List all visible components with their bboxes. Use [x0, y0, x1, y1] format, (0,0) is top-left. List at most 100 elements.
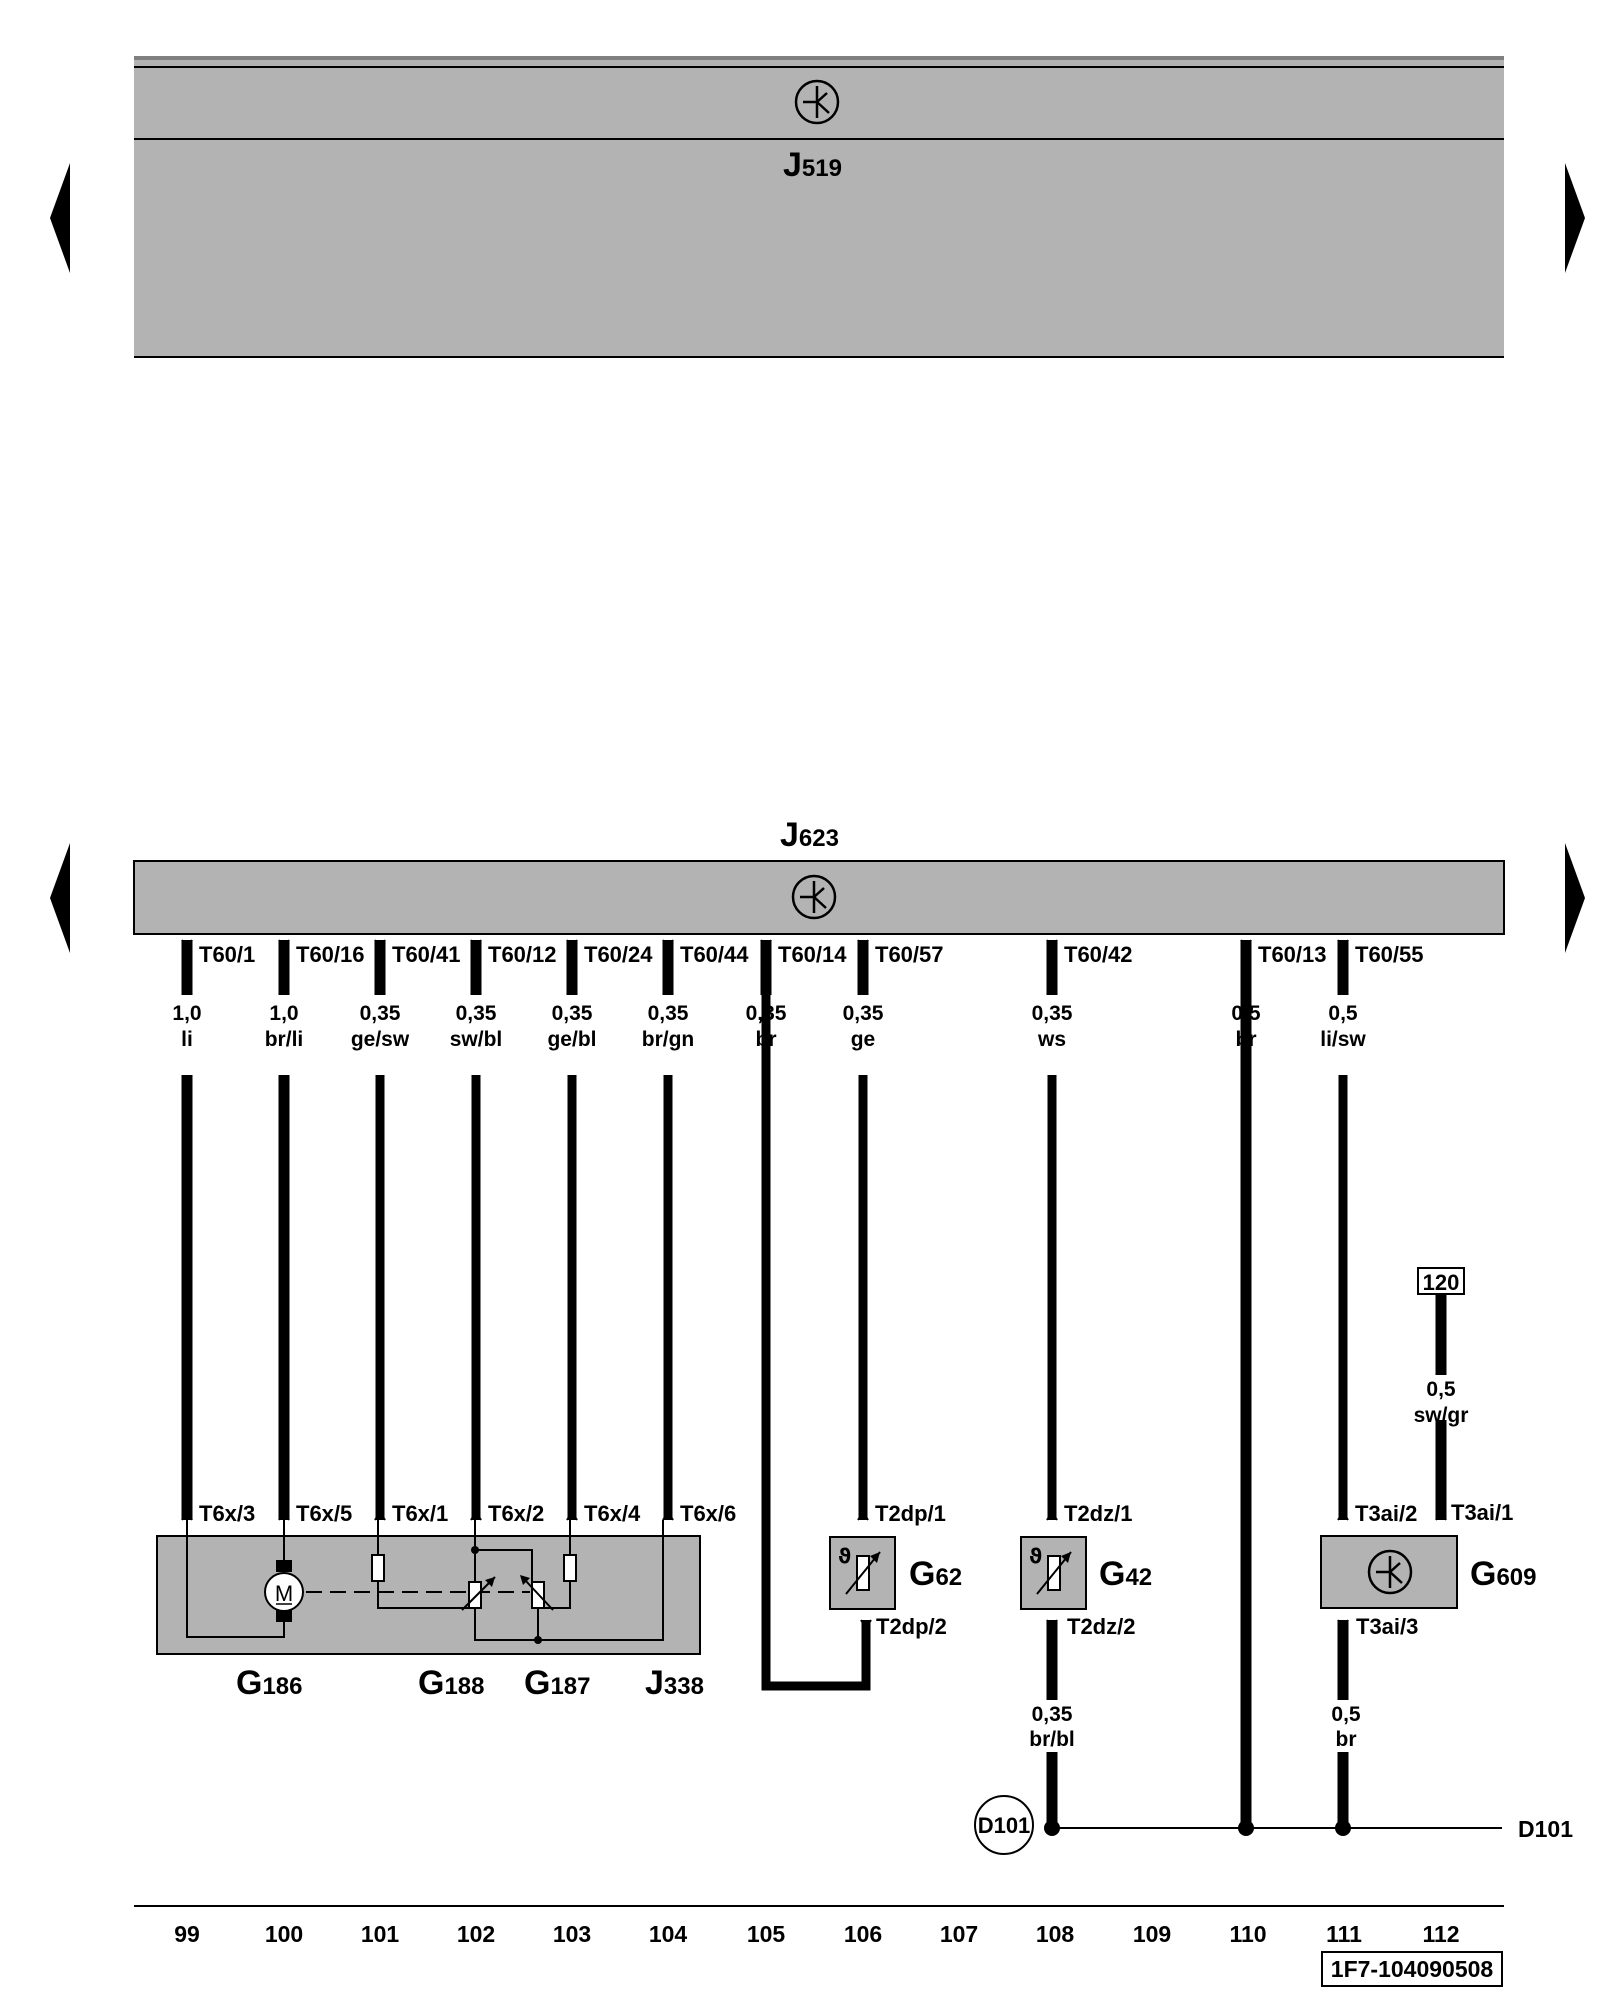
wire-color-label: ge/sw: [351, 1028, 410, 1051]
column-number: 110: [1229, 1921, 1266, 1947]
component-g609-label: G609: [1470, 1555, 1537, 1593]
wire-size-label: 1,0: [172, 1002, 201, 1025]
svg-text:M: M: [275, 1581, 293, 1606]
ground-d101: D101 D101: [974, 1795, 1573, 1855]
component-g186-label: G186: [236, 1664, 303, 1702]
wire-color-label: ws: [1037, 1028, 1066, 1051]
top-pin-label: T60/57: [875, 942, 944, 967]
column-number: 107: [940, 1921, 978, 1947]
wire-color-label: br/li: [265, 1028, 304, 1051]
wire-size-label: 0,35: [843, 1002, 884, 1025]
column-number: 112: [1422, 1921, 1459, 1947]
module-j623: J623: [133, 816, 1505, 935]
ground-circle-label: D101: [978, 1813, 1031, 1838]
prev-page-arrow-icon[interactable]: [50, 163, 70, 273]
wire-size-label: 0,35: [456, 1002, 497, 1025]
top-pin-label: T60/44: [680, 942, 749, 967]
component-g187-label: G187: [524, 1664, 591, 1702]
wire-size-label: 0,35: [648, 1002, 689, 1025]
column-number: 105: [747, 1921, 786, 1947]
component-g62-label: G62: [909, 1555, 962, 1593]
bottom-pin-label: T3ai/2: [1355, 1501, 1417, 1526]
column-number: 111: [1326, 1921, 1362, 1947]
svg-text:br/bl: br/bl: [1029, 1728, 1075, 1751]
svg-text:0,35: 0,35: [1032, 1703, 1073, 1726]
wire-color-label: li/sw: [1320, 1028, 1366, 1051]
next-section-arrow-icon[interactable]: [1565, 843, 1585, 953]
temperature-icon: ϑ: [1029, 1544, 1042, 1568]
control-unit-icon: [794, 79, 840, 125]
column-number: 100: [265, 1921, 303, 1947]
prev-section-arrow-icon[interactable]: [50, 843, 70, 953]
ground-line-label: D101: [1518, 1816, 1573, 1842]
wire-color-label: br/gn: [642, 1028, 695, 1051]
top-pin-label: T60/12: [488, 942, 557, 967]
bottom-pin-label: T2dz/1: [1064, 1501, 1132, 1526]
top-pin-label: T60/1: [199, 942, 255, 967]
doc-code: 1F7-104090508: [1321, 1951, 1503, 1987]
bottom-pin-label: T6x/4: [584, 1501, 641, 1526]
wire-size-label: 0,35: [1032, 1002, 1073, 1025]
wire-color-label: li: [181, 1028, 193, 1051]
column-number: 104: [649, 1921, 688, 1947]
column-number: 99: [174, 1921, 200, 1947]
top-pin-label: T60/16: [296, 942, 365, 967]
wire-size-label: 1,0: [269, 1002, 298, 1025]
top-pin-label: T60/41: [392, 942, 461, 967]
svg-text:T3ai/3: T3ai/3: [1356, 1614, 1418, 1639]
column-number: 108: [1036, 1921, 1075, 1947]
bottom-pin-label: T6x/1: [392, 1501, 448, 1526]
control-unit-icon: [791, 874, 837, 920]
control-unit-icon: [1367, 1549, 1413, 1595]
top-pin-label: T60/14: [778, 942, 847, 967]
component-g188-label: G188: [418, 1664, 485, 1702]
component-j338-label: J338: [645, 1664, 704, 1702]
wire-size-label: 0,35: [360, 1002, 401, 1025]
bottom-pin-label: T6x/3: [199, 1501, 255, 1526]
column-number: 109: [1133, 1921, 1171, 1947]
doc-code-label: 1F7-104090508: [1331, 1956, 1494, 1982]
top-pin-label: T60/24: [584, 942, 653, 967]
g62-return-wire: [761, 940, 871, 1691]
column-number: 106: [844, 1921, 882, 1947]
ref-120-label: 120: [1423, 1270, 1460, 1295]
bottom-pin-label: T6x/2: [488, 1501, 544, 1526]
bottom-pin-label: T6x/6: [680, 1501, 736, 1526]
svg-text:0,5: 0,5: [1331, 1703, 1361, 1726]
wire-size-label: 0,35: [552, 1002, 593, 1025]
component-g42-label: G42: [1099, 1555, 1152, 1593]
sensor-g62: ϑ: [829, 1536, 896, 1610]
throttle-assembly: M: [156, 1520, 701, 1655]
svg-text:sw/gr: sw/gr: [1414, 1404, 1469, 1427]
extra-pins: T2dp/2 T2dz/2 T3ai/1 T3ai/3: [860, 1500, 1513, 1639]
column-number: 103: [553, 1921, 591, 1947]
svg-text:T2dz/2: T2dz/2: [1067, 1614, 1135, 1639]
wire-size-label: 0,5: [1328, 1002, 1358, 1025]
next-page-arrow-icon[interactable]: [1565, 163, 1585, 273]
sensor-g42: ϑ: [1020, 1536, 1087, 1610]
bottom-pin-label: T2dp/1: [875, 1501, 946, 1526]
temperature-icon: ϑ: [838, 1544, 851, 1568]
column-number: 101: [361, 1921, 400, 1947]
svg-text:br: br: [1336, 1728, 1357, 1751]
wire-color-label: ge/bl: [547, 1028, 596, 1051]
module-j519: J519: [134, 56, 1504, 358]
top-pin-label: T60/42: [1064, 942, 1133, 967]
wire-color-label: ge: [851, 1028, 876, 1051]
bottom-pin-label: T6x/5: [296, 1501, 352, 1526]
module-j623-label: J623: [780, 816, 839, 854]
svg-text:T3ai/1: T3ai/1: [1451, 1500, 1513, 1525]
svg-text:T2dp/2: T2dp/2: [876, 1614, 947, 1639]
wire-layer: T60/11,0liT6x/3T60/161,0br/liT6x/5T60/41…: [172, 939, 1424, 1828]
ref-120: 120 0,5 sw/gr: [1414, 1267, 1469, 1520]
